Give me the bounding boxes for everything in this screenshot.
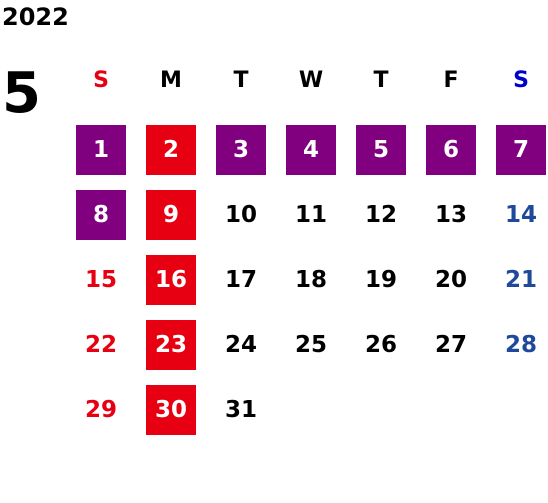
day-cell-4[interactable]: 4	[286, 125, 336, 175]
weekday-sat: S	[513, 68, 529, 93]
day-cell-28[interactable]: 28	[504, 332, 537, 358]
weekday-tue: T	[233, 68, 249, 93]
day-cell-1[interactable]: 1	[76, 125, 126, 175]
weekday-sun: S	[93, 68, 109, 93]
day-cell-27[interactable]: 27	[434, 332, 467, 358]
day-cell-9[interactable]: 9	[146, 190, 196, 240]
day-cell-6[interactable]: 6	[426, 125, 476, 175]
weekday-mon: M	[160, 68, 182, 93]
day-cell-13[interactable]: 13	[434, 202, 467, 228]
day-cell-12[interactable]: 12	[364, 202, 397, 228]
day-cell-19[interactable]: 19	[364, 267, 397, 293]
calendar-year: 2022	[2, 3, 69, 31]
day-cell-15[interactable]: 15	[84, 267, 117, 293]
day-cell-23[interactable]: 23	[146, 320, 196, 370]
weekday-wed: W	[298, 68, 324, 93]
weekday-fri: F	[443, 68, 459, 93]
day-cell-11[interactable]: 11	[294, 202, 327, 228]
day-cell-10[interactable]: 10	[224, 202, 257, 228]
day-cell-5[interactable]: 5	[356, 125, 406, 175]
day-cell-30[interactable]: 30	[146, 385, 196, 435]
day-cell-7[interactable]: 7	[496, 125, 546, 175]
day-cell-31[interactable]: 31	[224, 397, 257, 423]
day-cell-2[interactable]: 2	[146, 125, 196, 175]
day-cell-26[interactable]: 26	[364, 332, 397, 358]
day-cell-16[interactable]: 16	[146, 255, 196, 305]
day-cell-14[interactable]: 14	[504, 202, 537, 228]
day-cell-3[interactable]: 3	[216, 125, 266, 175]
day-cell-8[interactable]: 8	[76, 190, 126, 240]
day-cell-22[interactable]: 22	[84, 332, 117, 358]
calendar-month: 5	[2, 61, 41, 126]
day-cell-18[interactable]: 18	[294, 267, 327, 293]
day-cell-21[interactable]: 21	[504, 267, 537, 293]
day-cell-24[interactable]: 24	[224, 332, 257, 358]
day-cell-25[interactable]: 25	[294, 332, 327, 358]
day-cell-17[interactable]: 17	[224, 267, 257, 293]
day-cell-20[interactable]: 20	[434, 267, 467, 293]
day-cell-29[interactable]: 29	[84, 397, 117, 423]
weekday-thu: T	[373, 68, 389, 93]
